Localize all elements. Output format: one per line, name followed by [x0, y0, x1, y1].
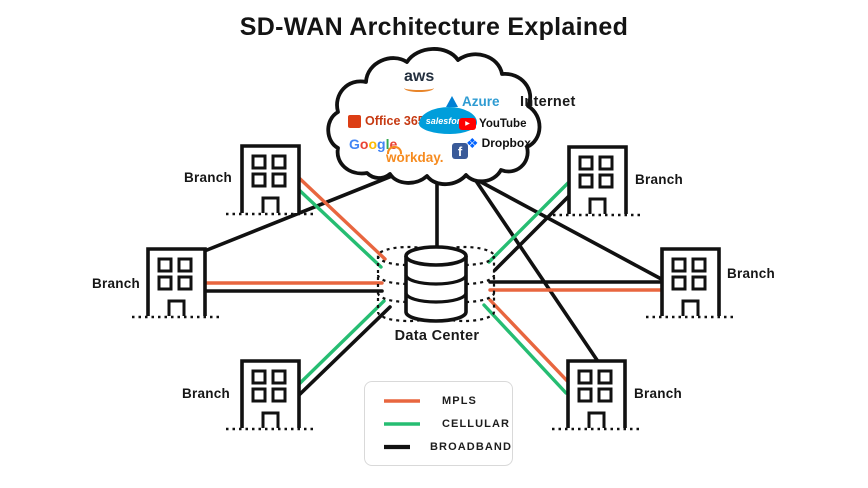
workday-logo: workday. [386, 146, 444, 165]
legend-item-cellular: CELLULAR [382, 418, 512, 430]
link-cellular-bottomleft-datacenter [293, 299, 386, 390]
legend-item-broadband: BROADBAND [382, 441, 512, 453]
facebook-logo: f [452, 143, 468, 159]
link-broadband-topright-datacenter [493, 190, 575, 272]
link-cellular-topright-datacenter [487, 181, 570, 264]
link-broadband-midleft-cloud [200, 170, 404, 254]
cellular-line-sample [384, 421, 420, 426]
google-letter: o [359, 136, 369, 152]
branch-building-bottom-right [550, 359, 643, 431]
youtube-logo: ▶ YouTube [459, 118, 526, 130]
link-broadband-cloud-midright [453, 166, 667, 283]
google-letter: g [377, 136, 386, 152]
legend-item-mpls: MPLS [382, 395, 512, 407]
dropbox-logo-text: Dropbox [481, 136, 531, 150]
link-mpls-bottomright-datacenter [488, 298, 575, 389]
legend: MPLS CELLULAR BROADBAND [364, 381, 513, 466]
internet-label: Internet [520, 94, 576, 110]
aws-logo-text: aws [404, 68, 435, 85]
office365-logo: Office 365 [348, 114, 425, 128]
legend-label-mpls: MPLS [442, 394, 477, 407]
google-letter: e [389, 136, 398, 152]
branch-label-mid-right: Branch [727, 266, 776, 281]
mpls-links [200, 174, 667, 389]
broadband-links [200, 158, 667, 398]
branch-label-bottom-left: Branch [181, 386, 230, 401]
legend-label-cellular: CELLULAR [442, 417, 511, 430]
legend-label-broadband: BROADBAND [429, 440, 512, 453]
branch-building-top-right [551, 145, 644, 217]
broadband-line-sample [384, 444, 410, 449]
branch-label-bottom-right: Branch [634, 386, 683, 401]
link-cellular-topleft-datacenter [295, 186, 383, 269]
azure-triangle-icon [446, 96, 458, 107]
datacenter-icon [404, 245, 468, 323]
mpls-line-sample [384, 398, 420, 403]
branch-label-mid-left: Branch [91, 276, 140, 291]
link-broadband-bottomleft-datacenter [296, 305, 392, 398]
aws-logo: aws [404, 68, 435, 92]
workday-arc-icon [387, 146, 402, 154]
aws-swoosh-icon [404, 84, 435, 92]
page-title: SD-WAN Architecture Explained [239, 13, 629, 41]
branch-label-top-left: Branch [183, 170, 232, 185]
facebook-icon: f [452, 143, 468, 159]
office365-logo-text: Office 365 [365, 114, 425, 128]
youtube-logo-text: YouTube [479, 118, 527, 130]
azure-logo-text: Azure [462, 94, 500, 109]
office365-icon [348, 114, 361, 128]
dropbox-icon: ❖ [466, 135, 479, 151]
google-letter: o [368, 136, 378, 152]
datacenter-label: Data Center [394, 328, 480, 344]
youtube-play-icon: ▶ [459, 118, 476, 130]
branch-label-top-right: Branch [635, 172, 684, 187]
link-mpls-topleft-datacenter [295, 174, 387, 261]
link-broadband-cloud-bottomright [468, 170, 601, 365]
branch-building-bottom-left [224, 359, 317, 431]
google-logo: G o o g l e [349, 136, 397, 152]
google-letter: G [349, 136, 360, 152]
dropbox-logo: ❖ Dropbox [466, 136, 531, 150]
link-cellular-bottomright-datacenter [482, 303, 568, 395]
cellular-links [293, 181, 570, 395]
azure-logo: Azure [446, 94, 500, 109]
google-letter: l [385, 136, 390, 152]
